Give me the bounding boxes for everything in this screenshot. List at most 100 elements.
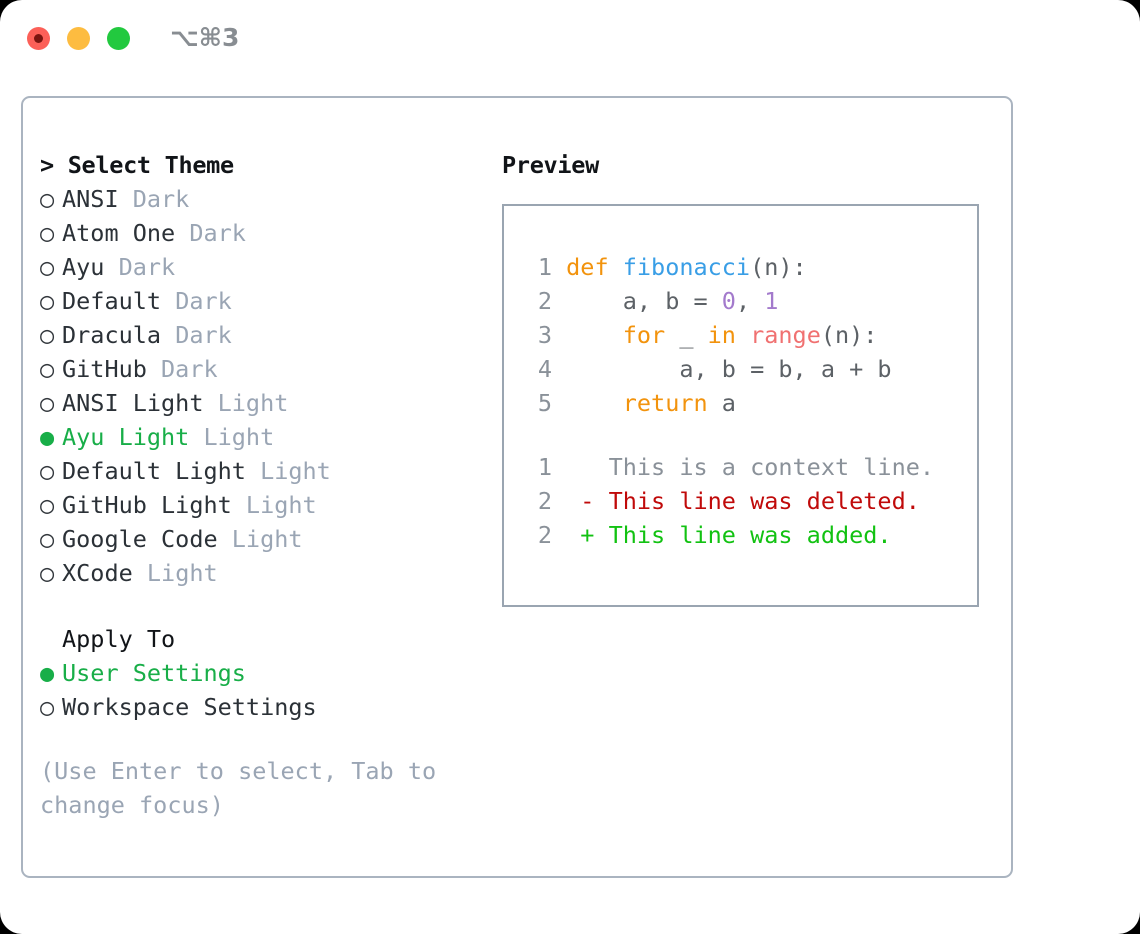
code-token: 0 <box>721 287 736 315</box>
radio-unselected-icon[interactable]: ○ <box>40 525 55 553</box>
radio-unselected-icon[interactable]: ○ <box>40 185 55 213</box>
code-token <box>736 321 750 349</box>
preview-header: Preview <box>502 151 599 179</box>
theme-variant-badge: Light <box>189 423 275 451</box>
radio-selected-icon[interactable]: ● <box>40 659 55 687</box>
theme-variant-badge: Light <box>203 389 289 417</box>
diff-sign: + <box>580 521 595 549</box>
theme-name-label: GitHub <box>62 355 147 383</box>
preview-column: Preview 1 def fibonacci(n):2 a, b = 0, 1… <box>502 148 992 607</box>
apply-to-label: User Settings <box>62 659 246 687</box>
radio-unselected-icon[interactable]: ○ <box>40 355 55 383</box>
keyboard-hint-text: (Use Enter to select, Tab to change focu… <box>40 757 437 819</box>
line-number: 3 <box>537 321 552 349</box>
diff-preview-block: 1 This is a context line.2 - This line w… <box>522 450 977 552</box>
recording-indicator-icon <box>34 34 43 43</box>
theme-list: ○ANSI Dark○Atom One Dark○Ayu Dark○Defaul… <box>40 182 480 590</box>
theme-list-item[interactable]: ○GitHub Light Light <box>40 488 480 522</box>
title-bar: ⌥⌘3 <box>0 0 1140 78</box>
theme-name-label: Dracula <box>62 321 162 349</box>
code-token: in <box>707 321 736 349</box>
line-number: 1 <box>537 453 552 481</box>
radio-unselected-icon[interactable]: ○ <box>40 559 55 587</box>
theme-name-label: Ayu Light <box>62 423 190 451</box>
code-token: (n): <box>750 253 807 281</box>
theme-list-item[interactable]: ○Google Code Light <box>40 522 480 556</box>
code-token: return <box>622 389 708 417</box>
code-token <box>566 389 623 417</box>
theme-list-item[interactable]: ●Ayu Light Light <box>40 420 480 454</box>
code-token <box>566 321 623 349</box>
code-token: a, b = b, a + b <box>566 355 892 383</box>
diff-text: This is a context line. <box>594 453 935 481</box>
preview-spacer <box>522 420 977 450</box>
theme-variant-badge: Dark <box>175 219 246 247</box>
theme-variant-badge: Light <box>132 559 218 587</box>
radio-selected-icon[interactable]: ● <box>40 423 55 451</box>
theme-list-item[interactable]: ○Dracula Dark <box>40 318 480 352</box>
apply-to-item[interactable]: ○Workspace Settings <box>40 690 480 724</box>
theme-name-label: Atom One <box>62 219 176 247</box>
theme-variant-badge: Dark <box>161 287 232 315</box>
theme-selection-column: > Select Theme ○ANSI Dark○Atom One Dark○… <box>40 148 480 822</box>
code-line: 3 for _ in range(n): <box>522 318 977 352</box>
radio-unselected-icon[interactable]: ○ <box>40 287 55 315</box>
code-token: range <box>750 321 821 349</box>
theme-name-label: Default <box>62 287 162 315</box>
theme-variant-badge: Light <box>245 457 331 485</box>
theme-variant-badge: Dark <box>161 321 232 349</box>
code-token: a, b = <box>566 287 722 315</box>
radio-unselected-icon[interactable]: ○ <box>40 457 55 485</box>
theme-name-label: Ayu <box>62 253 105 281</box>
theme-variant-badge: Light <box>217 525 303 553</box>
theme-name-label: ANSI Light <box>62 389 204 417</box>
theme-variant-badge: Light <box>231 491 317 519</box>
theme-name-label: Default Light <box>62 457 246 485</box>
code-line: 1 def fibonacci(n): <box>522 250 977 284</box>
code-line: 4 a, b = b, a + b <box>522 352 977 386</box>
apply-to-label: Workspace Settings <box>62 693 317 721</box>
line-number: 1 <box>537 253 552 281</box>
theme-name-label: ANSI <box>62 185 119 213</box>
theme-name-label: Google Code <box>62 525 218 553</box>
theme-list-item[interactable]: ○Atom One Dark <box>40 216 480 250</box>
line-number: 5 <box>537 389 552 417</box>
theme-list-item[interactable]: ○GitHub Dark <box>40 352 480 386</box>
code-token: fibonacci <box>622 253 751 281</box>
radio-unselected-icon[interactable]: ○ <box>40 253 55 281</box>
diff-text: This line was deleted. <box>594 487 920 515</box>
theme-list-item[interactable]: ○ANSI Dark <box>40 182 480 216</box>
theme-list-item[interactable]: ○Default Light Light <box>40 454 480 488</box>
theme-variant-badge: Dark <box>118 185 190 213</box>
diff-line: 2 + This line was added. <box>522 518 977 552</box>
minimize-window-button[interactable] <box>67 27 90 50</box>
diff-sign: - <box>580 487 595 515</box>
diff-line: 2 - This line was deleted. <box>522 484 977 518</box>
theme-variant-badge: Dark <box>146 355 218 383</box>
theme-list-item[interactable]: ○ANSI Light Light <box>40 386 480 420</box>
content-panel: > Select Theme ○ANSI Dark○Atom One Dark○… <box>21 96 1013 878</box>
radio-unselected-icon[interactable]: ○ <box>40 389 55 417</box>
maximize-window-button[interactable] <box>107 27 130 50</box>
radio-unselected-icon[interactable]: ○ <box>40 491 55 519</box>
radio-unselected-icon[interactable]: ○ <box>40 321 55 349</box>
theme-list-item[interactable]: ○XCode Light <box>40 556 480 590</box>
apply-to-item[interactable]: ●User Settings <box>40 656 480 690</box>
theme-variant-badge: Dark <box>104 253 176 281</box>
theme-list-item[interactable]: ○Ayu Dark <box>40 250 480 284</box>
diff-line: 1 This is a context line. <box>522 450 977 484</box>
theme-list-item[interactable]: ○Default Dark <box>40 284 480 318</box>
diff-text: This line was added. <box>594 521 892 549</box>
code-token: a <box>707 389 736 417</box>
theme-name-label: GitHub Light <box>62 491 232 519</box>
select-theme-header: > Select Theme <box>40 151 234 179</box>
code-line: 5 return a <box>522 386 977 420</box>
code-token: (n): <box>820 321 878 349</box>
radio-unselected-icon[interactable]: ○ <box>40 219 55 247</box>
code-token: def <box>566 253 623 281</box>
radio-unselected-icon[interactable]: ○ <box>40 693 55 721</box>
code-line: 2 a, b = 0, 1 <box>522 284 977 318</box>
